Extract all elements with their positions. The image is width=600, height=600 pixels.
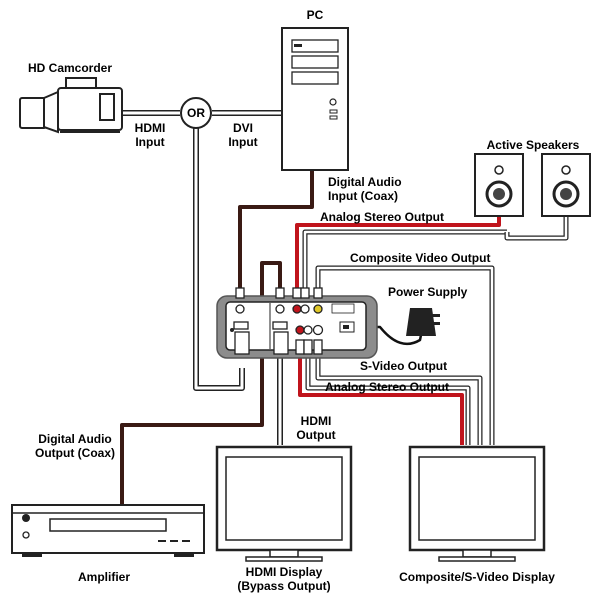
amplifier [11, 504, 205, 557]
hdmi-output-label-line2: Output [296, 428, 335, 442]
dvi-input-label-line2: Input [228, 135, 257, 149]
labels: PC HD Camcorder HDMI Input DVI Input Dig… [28, 8, 580, 593]
cable-plugs [234, 287, 323, 355]
hdmi-display-label-line1: HDMI Display [246, 565, 323, 579]
hd-camcorder-label: HD Camcorder [28, 61, 112, 75]
composite-svideo-display-label: Composite/S-Video Display [399, 570, 555, 584]
or-connector: OR [180, 97, 212, 129]
digital-audio-input-cable [238, 170, 314, 292]
hdmi-display [215, 445, 353, 562]
s-video-cable [315, 358, 483, 445]
s-video-output-label: S-Video Output [360, 359, 447, 373]
composite-video-cable [315, 265, 495, 445]
power-supply [406, 308, 440, 336]
hdmi-output-label-line1: HDMI [301, 414, 332, 428]
hd-camcorder [19, 77, 123, 134]
pc-tower [281, 27, 349, 171]
hdmi-input-label-line2: Input [135, 135, 164, 149]
converter-device [216, 295, 378, 359]
dvi-input-label-line1: DVI [233, 121, 253, 135]
hdmi-display-label-line2: (Bypass Output) [237, 579, 330, 593]
composite-video-output-label: Composite Video Output [350, 251, 490, 265]
digital-audio-input-label-line2: Input (Coax) [328, 189, 398, 203]
active-speakers-label: Active Speakers [487, 138, 580, 152]
analog-stereo-speaker-cable [295, 214, 569, 292]
analog-stereo-output-top-label: Analog Stereo Output [320, 210, 444, 224]
pc-label: PC [307, 8, 324, 22]
digital-audio-output-label-line2: Output (Coax) [35, 446, 115, 460]
composite-svideo-display [408, 445, 546, 562]
speaker-left [474, 153, 524, 217]
power-supply-label: Power Supply [388, 285, 468, 299]
power-cable [372, 325, 424, 346]
or-label: OR [187, 106, 205, 120]
speaker-right [541, 153, 591, 217]
analog-stereo-display-cable [298, 358, 471, 445]
analog-stereo-output-bottom-label: Analog Stereo Output [325, 380, 449, 394]
hdmi-input-label-line1: HDMI [135, 121, 166, 135]
digital-audio-output-label-line1: Digital Audio [38, 432, 112, 446]
dvi-hdmi-input-cable [122, 110, 282, 391]
amplifier-label: Amplifier [78, 570, 130, 584]
cables [120, 110, 569, 505]
digital-audio-input-label-line1: Digital Audio [328, 175, 402, 189]
